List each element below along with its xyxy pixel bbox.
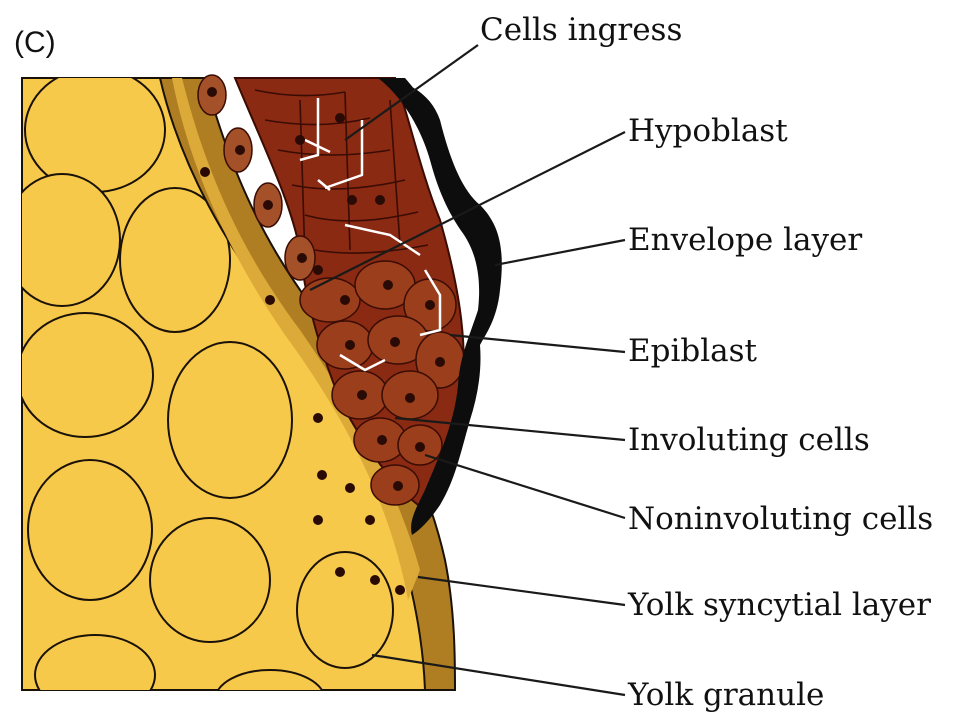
cell-nucleus (317, 470, 327, 480)
cell-nucleus (265, 295, 275, 305)
label-noninvoluting-cells: Noninvoluting cells (628, 501, 933, 537)
yolk-granule (25, 68, 165, 192)
yolk-granule (215, 670, 325, 721)
cell-nucleus (383, 280, 393, 290)
cell-nucleus (365, 515, 375, 525)
panel-label: (C) (14, 26, 56, 59)
cell-nucleus (297, 253, 307, 263)
cell-nucleus (377, 435, 387, 445)
yolk-granule (17, 313, 153, 437)
cell-nucleus (263, 200, 273, 210)
label-yolk-granule: Yolk granule (627, 677, 824, 713)
cell-nucleus (405, 393, 415, 403)
yolk-granule (297, 552, 393, 668)
leader-envelope-layer (495, 240, 625, 265)
cell-nucleus (235, 145, 245, 155)
label-envelope-layer: Envelope layer (628, 222, 862, 258)
label-cells-ingress: Cells ingress (480, 12, 682, 48)
label-involuting-cells: Involuting cells (628, 422, 870, 458)
cell-nucleus (200, 167, 210, 177)
cell-nucleus (345, 483, 355, 493)
cell-nucleus (370, 575, 380, 585)
cell-nucleus (335, 567, 345, 577)
cell-nucleus (390, 337, 400, 347)
yolk-granule (28, 460, 152, 600)
label-epiblast: Epiblast (628, 333, 758, 369)
label-hypoblast: Hypoblast (628, 113, 788, 149)
cell-nucleus (295, 135, 305, 145)
yolk-granule (168, 342, 292, 498)
cell-nucleus (395, 585, 405, 595)
cell-nucleus (345, 340, 355, 350)
yolk-granule (35, 635, 155, 715)
cell-nucleus (335, 113, 345, 123)
leader-noninvoluting-cells (425, 455, 625, 518)
cell-nucleus (393, 481, 403, 491)
cell-nucleus (313, 413, 323, 423)
cell-nucleus (313, 265, 323, 275)
cell-nucleus (435, 357, 445, 367)
cell-nucleus (375, 195, 385, 205)
cell-nucleus (347, 195, 357, 205)
cell-nucleus (340, 295, 350, 305)
epiblast-cell (300, 278, 360, 322)
cell-nucleus (415, 442, 425, 452)
cell-nucleus (313, 515, 323, 525)
cell-nucleus (207, 87, 217, 97)
label-yolk-syncytial-layer: Yolk syncytial layer (627, 587, 931, 623)
cell-nucleus (357, 390, 367, 400)
yolk-granule (150, 518, 270, 642)
cell-nucleus (425, 300, 435, 310)
